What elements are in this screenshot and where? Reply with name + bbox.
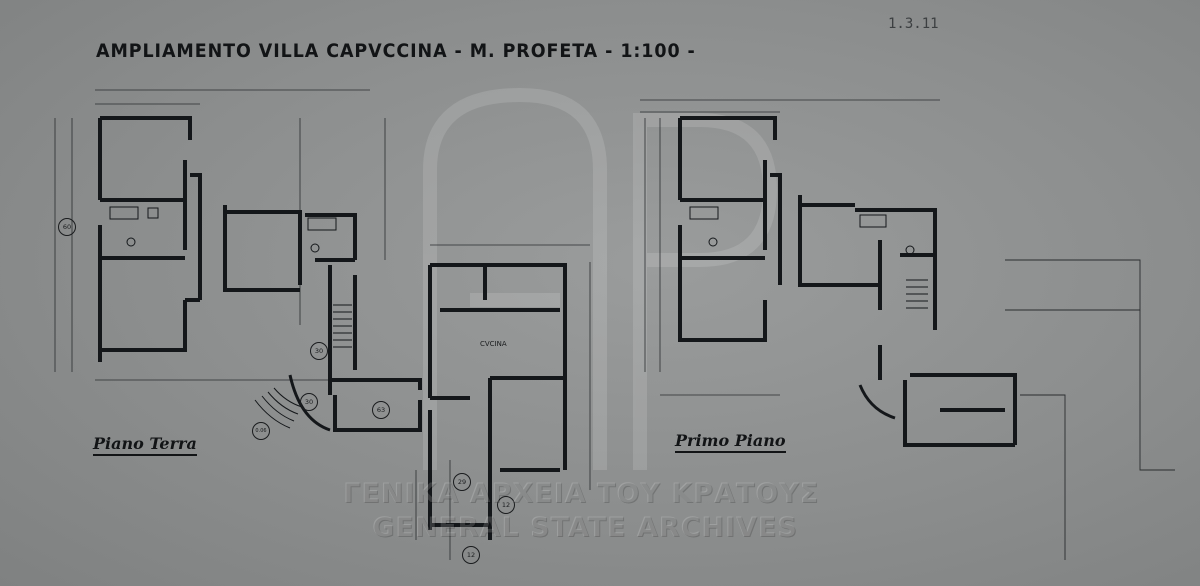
ground-floor-plan (98, 116, 567, 540)
ground-floor-stair (333, 304, 352, 348)
first-bath-fixtures (689, 206, 915, 255)
drawing-title: AMPLIAMENTO VILLA CAPVCCINA - M. PROFETA… (96, 40, 696, 62)
level-marker-12-right: 12 (497, 496, 515, 514)
level-marker-30-lower: 30 (300, 393, 318, 411)
first-floor-balcony-curve (858, 384, 896, 420)
first-floor-label: Primo Piano (675, 431, 786, 453)
level-marker-60: 60 (58, 218, 76, 236)
level-marker-29: 29 (453, 473, 471, 491)
kitchen-label: CVCINA (480, 340, 507, 348)
level-marker-006: 0.06 (252, 422, 270, 440)
ground-bath-fixtures (109, 206, 337, 253)
first-floor-stair (906, 279, 928, 309)
level-marker-63: 63 (372, 401, 390, 419)
archive-watermark-greek: ΓΕΝΙΚΑ ΑΡΧΕΙΑ ΤΟΥ ΚΡΑΤΟΥΣ (343, 478, 820, 509)
ground-floor-label: Piano Terra (93, 434, 197, 456)
level-marker-12-bottom: 12 (462, 546, 480, 564)
level-marker-30-upper: 30 (310, 342, 328, 360)
archive-reference: 1.3.11 (888, 16, 939, 32)
first-floor-plan (678, 116, 1017, 447)
site-outline (1005, 259, 1175, 560)
archive-emblem-watermark (423, 87, 778, 470)
archive-watermark-english: GENERAL STATE ARCHIVES (372, 512, 798, 543)
entrance-steps (254, 374, 331, 432)
